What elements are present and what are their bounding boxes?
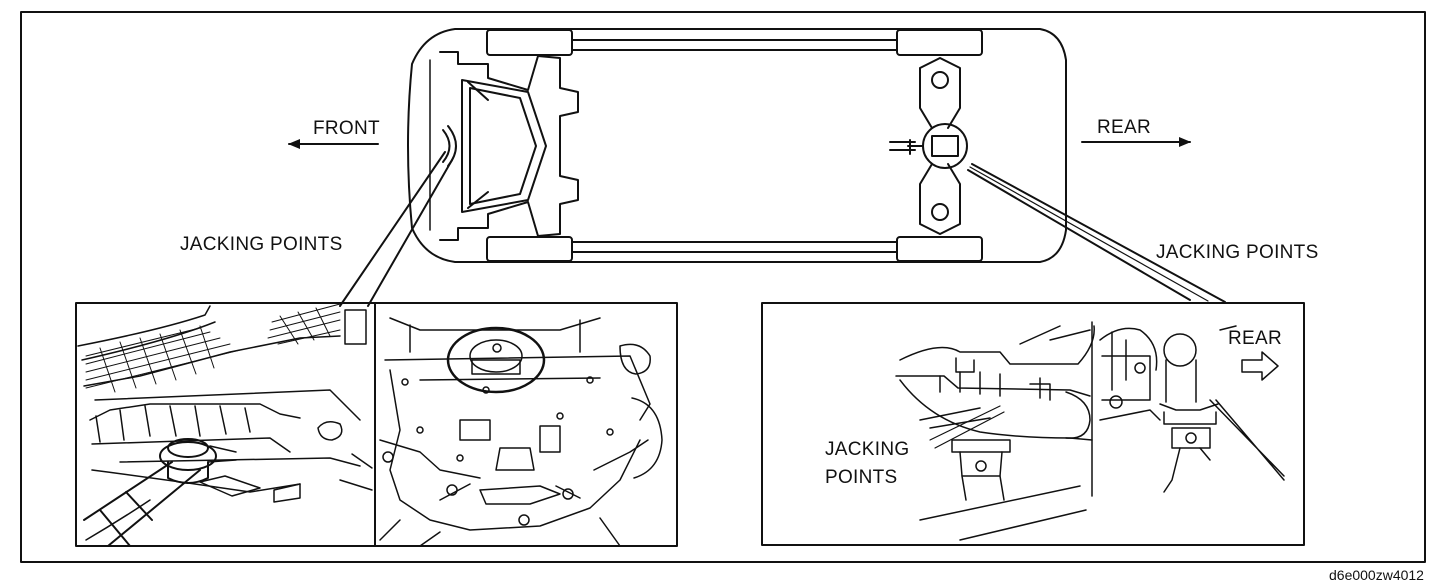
- inset-jacking-line2: POINTS: [825, 467, 898, 488]
- jacking-points-label-right: JACKING POINTS: [1156, 242, 1319, 263]
- rear-inset-frame: [761, 302, 1305, 546]
- front-inset: [75, 302, 678, 547]
- car-underbody: [288, 28, 1191, 263]
- jack-shaft: [83, 438, 217, 547]
- front-subframe: [439, 51, 579, 241]
- rear-right-wheel: [896, 236, 983, 262]
- right-leader: [967, 163, 1226, 303]
- rear-left-wheel: [896, 29, 983, 56]
- inset-jacking-points-label: JACKING POINTS: [825, 436, 909, 492]
- inset-rear-arrow: [1241, 351, 1279, 381]
- rear-suspension: [919, 57, 961, 129]
- front-label: FRONT: [313, 118, 380, 139]
- car-body-outline: [407, 28, 1067, 263]
- front-jack-point-circle: [446, 326, 546, 394]
- rear-label: REAR: [1097, 117, 1151, 138]
- reference-code: d6e000zw4012: [1329, 567, 1424, 583]
- front-inset-frame: [75, 302, 678, 547]
- inset-jacking-line1: JACKING: [825, 439, 910, 460]
- jacking-points-label-left: JACKING POINTS: [180, 234, 343, 255]
- rear-inset: [761, 302, 1305, 546]
- inset-rear-label: REAR: [1228, 328, 1282, 349]
- left-leader: [339, 151, 453, 307]
- front-left-wheel: [486, 29, 573, 56]
- rear-jacking-point: [922, 123, 968, 169]
- outer-frame: [20, 11, 1426, 563]
- front-right-wheel: [486, 236, 573, 262]
